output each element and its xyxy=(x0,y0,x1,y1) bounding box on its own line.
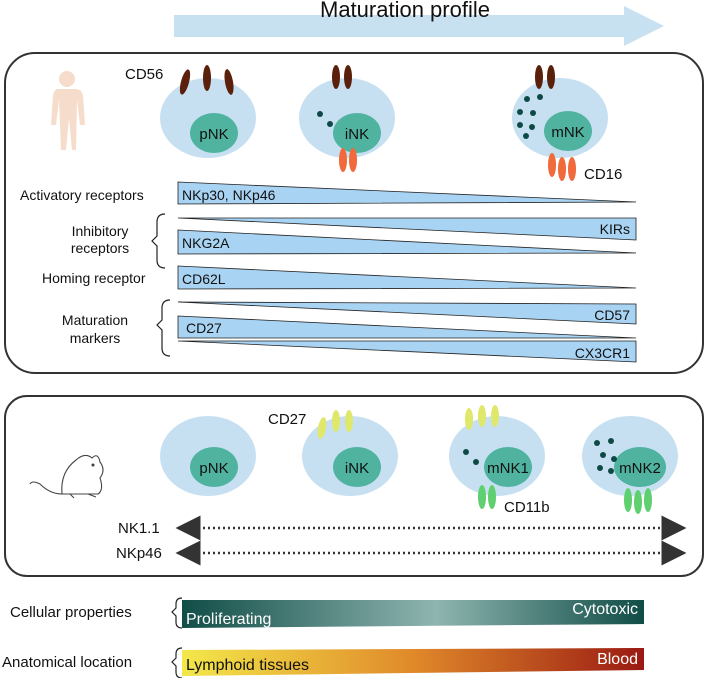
cell-label: pNK xyxy=(199,460,228,477)
cd11b-label: CD11b xyxy=(504,499,550,516)
bar-label: NKG2A xyxy=(182,235,230,251)
property-right: Blood xyxy=(597,651,638,668)
property-left: Lymphoid tissues xyxy=(186,657,309,674)
brace-maturation xyxy=(156,299,171,357)
bar-label: NKp30, NKp46 xyxy=(182,187,276,203)
bar-nkp30-nkp46 xyxy=(177,181,637,205)
brace-inhibitory xyxy=(151,213,166,269)
row-label-inhibitory-2: receptors xyxy=(71,240,129,256)
bar-anatomical-location xyxy=(182,648,644,676)
cell-label: pNK xyxy=(199,126,228,143)
cell-ink-mouse: iNK xyxy=(302,410,398,496)
mouse-icon xyxy=(29,454,104,499)
cd16-label: CD16 xyxy=(584,166,622,183)
bar-cellular-properties xyxy=(182,600,644,628)
row-label-inhibitory-1: Inhibitory xyxy=(72,223,129,239)
bar-label: CX3CR1 xyxy=(575,345,630,361)
bar-label: CD27 xyxy=(186,320,222,336)
bar-label: CD62L xyxy=(182,271,226,287)
bar-nkg2a xyxy=(177,229,637,255)
arrow-label-nk11: NK1.1 xyxy=(118,520,160,537)
cell-label: iNK xyxy=(345,460,369,477)
cell-mnk1-mouse: mNK1 xyxy=(449,405,545,509)
cell-label: mNK2 xyxy=(619,460,661,477)
cell-ink-human: iNK xyxy=(299,65,395,172)
cell-label: mNK1 xyxy=(487,460,529,477)
cd56-receptors xyxy=(179,65,234,95)
page-title: Maturation profile xyxy=(320,0,490,22)
cell-mnk-human: mNK xyxy=(512,65,608,181)
cell-label: iNK xyxy=(345,126,369,143)
row-label-maturation-2: markers xyxy=(70,330,121,346)
human-panel xyxy=(4,52,704,374)
mouse-panel xyxy=(4,395,704,577)
cell-pnk-human: pNK xyxy=(160,78,256,158)
property-label-anatomical: Anatomical location xyxy=(2,654,132,671)
row-label-homing: Homing receptor xyxy=(42,270,146,286)
arrow-label-nkp46: NKp46 xyxy=(116,545,162,562)
brace-anatomical xyxy=(171,647,183,678)
cd56-label: CD56 xyxy=(125,66,163,83)
bar-label: KIRs xyxy=(600,221,630,237)
cell-mnk2-mouse: mNK2 xyxy=(582,416,678,514)
cell-pnk-mouse: pNK xyxy=(160,416,256,496)
bar-label: CD57 xyxy=(594,307,630,323)
row-label-activatory: Activatory receptors xyxy=(20,187,144,203)
bar-kirs xyxy=(177,217,637,241)
maturation-arrow xyxy=(174,6,664,46)
bar-cd57 xyxy=(177,301,637,325)
row-label-maturation-1: Maturation xyxy=(62,312,128,328)
bar-cx3cr1 xyxy=(177,340,637,363)
bar-cd62l xyxy=(177,265,637,290)
bar-cd27 xyxy=(177,315,637,339)
human-icon xyxy=(51,71,85,150)
property-right: Cytotoxic xyxy=(572,601,638,618)
brace-cellular xyxy=(171,597,183,629)
property-label-cellular: Cellular properties xyxy=(10,604,132,621)
cell-label: mNK xyxy=(551,124,584,141)
property-left: Proliferating xyxy=(186,611,271,628)
cd27-label: CD27 xyxy=(268,411,306,428)
